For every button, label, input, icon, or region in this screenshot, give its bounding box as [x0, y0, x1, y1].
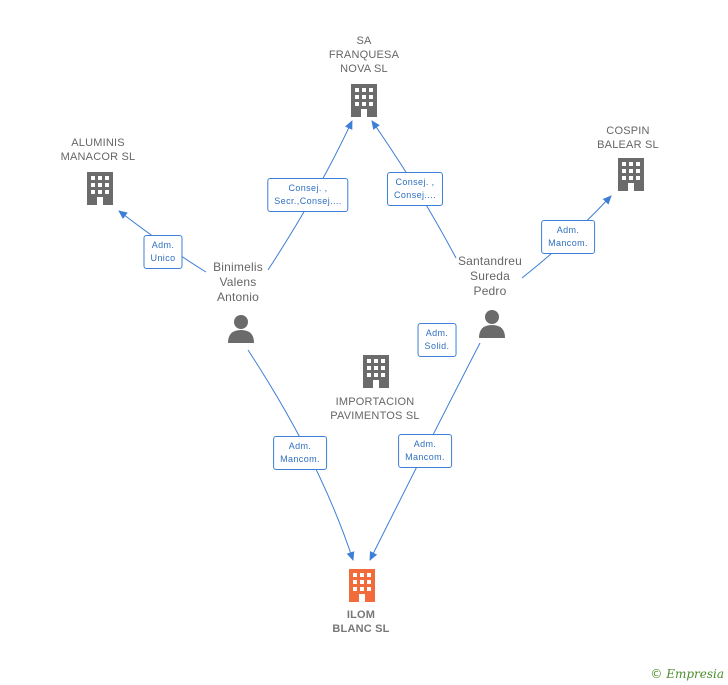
node-label-ilom[interactable]: ILOM BLANC SL [332, 609, 390, 635]
building-icon [363, 355, 389, 388]
person-icon [228, 315, 254, 343]
building-icon [618, 158, 644, 191]
node-label-sa-franquesa[interactable]: SA FRANQUESA NOVA SL [328, 35, 400, 75]
edge-label-santandreu-importacion[interactable]: Adm. Solid. [417, 323, 457, 357]
building-icon [351, 84, 377, 117]
brand-logo-text: Empresia [666, 667, 724, 681]
node-label-aluminis[interactable]: ALUMINIS MANACOR SL [60, 137, 136, 163]
building-icon [87, 172, 113, 205]
target-building-icon [349, 569, 375, 602]
node-label-binimelis[interactable]: Binimelis Valens Antonio [213, 260, 263, 304]
node-label-santandreu[interactable]: Santandreu Sureda Pedro [457, 254, 523, 298]
edge-label-santandreu-cospin[interactable]: Adm. Mancom. [541, 220, 595, 254]
node-label-cospin[interactable]: COSPIN BALEAR SL [597, 125, 659, 151]
node-label-importacion[interactable]: IMPORTACION PAVIMENTOS SL [330, 396, 420, 422]
edge-label-santandreu-ilom[interactable]: Adm. Mancom. [398, 434, 452, 468]
edge-label-binimelis-aluminis[interactable]: Adm. Unico [143, 235, 183, 269]
brand-footer: © Empresia [650, 667, 724, 681]
copyright-symbol: © [650, 667, 663, 681]
edge-label-santandreu-sa-franquesa[interactable]: Consej. , Consej.... [386, 172, 444, 206]
edge-label-binimelis-sa-franquesa[interactable]: Consej. , Secr.,Consej.... [267, 178, 349, 212]
person-icon [479, 310, 505, 338]
edge-label-binimelis-ilom[interactable]: Adm. Mancom. [273, 436, 327, 470]
